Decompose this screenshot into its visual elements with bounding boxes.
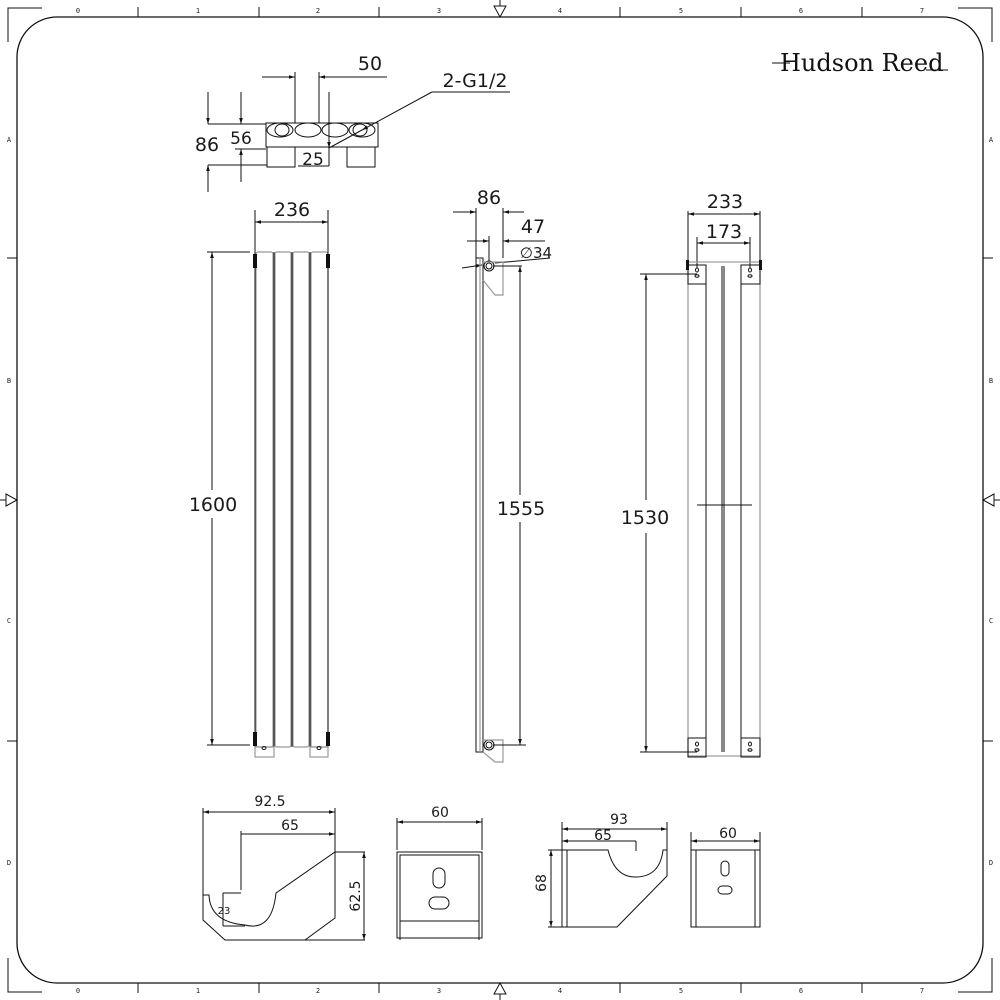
brand-logo: Hudson Reed (772, 49, 948, 77)
dim-rear-width: 233 (707, 191, 743, 213)
svg-text:B: B (7, 377, 11, 385)
dim-plate1-width: 60 (431, 805, 449, 821)
dim-rear-height: 1530 (621, 507, 669, 529)
svg-text:2: 2 (316, 7, 320, 15)
dim-connection: 2-G1/2 (443, 70, 508, 92)
dim-plate2-width: 60 (719, 826, 737, 842)
svg-text:4: 4 (558, 7, 562, 15)
dim-offset: 25 (302, 150, 324, 170)
dim-depth-total: 86 (195, 134, 219, 156)
dim-side-offset: 47 (521, 216, 545, 238)
svg-text:7: 7 (920, 987, 924, 995)
svg-text:1: 1 (196, 7, 200, 15)
dim-bracket2-width: 93 (610, 812, 628, 828)
dim-bracket2-inner: 65 (594, 828, 612, 844)
svg-text:0: 0 (76, 987, 80, 995)
svg-text:6: 6 (799, 987, 803, 995)
grid-column-labels-bottom: 0 1 2 3 4 5 6 7 (76, 987, 924, 995)
bracket-detail-1 (202, 808, 366, 941)
grid-row-labels-right: A B C D (989, 136, 994, 867)
dim-front-height: 1600 (189, 494, 237, 516)
dim-bracket1-width: 92.5 (254, 794, 285, 810)
svg-text:C: C (989, 617, 993, 625)
svg-text:3: 3 (437, 987, 441, 995)
dim-bracket1-height: 62.5 (348, 880, 364, 911)
svg-text:D: D (7, 859, 11, 867)
svg-text:3: 3 (437, 7, 441, 15)
rear-view (640, 211, 762, 758)
dim-bracket1-radius: 23 (218, 906, 231, 917)
dim-depth-inner: 56 (230, 129, 252, 149)
top-view (206, 72, 510, 192)
svg-text:6: 6 (799, 7, 803, 15)
svg-text:2: 2 (316, 987, 320, 995)
svg-text:C: C (7, 617, 11, 625)
svg-text:A: A (7, 136, 12, 144)
svg-text:0: 0 (76, 7, 80, 15)
dim-bracket-spacing: 173 (706, 221, 742, 243)
dim-bracket2-height: 68 (534, 874, 550, 892)
bracket-plate-2 (690, 832, 761, 928)
front-view (207, 210, 330, 758)
dim-side-height: 1555 (497, 498, 545, 520)
svg-text:B: B (989, 377, 993, 385)
svg-text:4: 4 (558, 987, 562, 995)
svg-text:1: 1 (196, 987, 200, 995)
dim-front-width: 236 (274, 199, 310, 221)
svg-text:5: 5 (679, 7, 683, 15)
grid-column-labels-top: 0 1 2 3 4 5 6 7 (76, 7, 924, 15)
svg-text:A: A (989, 136, 994, 144)
bracket-plate-1 (396, 818, 483, 940)
svg-text:7: 7 (920, 7, 924, 15)
svg-text:D: D (989, 859, 993, 867)
dim-bracket1-inner: 65 (281, 818, 299, 834)
dim-pipe-diameter: ∅34 (520, 244, 552, 262)
svg-text:Hudson Reed: Hudson Reed (780, 49, 943, 77)
side-view (453, 208, 551, 763)
dim-side-depth: 86 (477, 187, 501, 209)
svg-text:5: 5 (679, 987, 683, 995)
dim-spacing: 50 (358, 53, 382, 75)
grid-row-labels-left: A B C D (7, 136, 12, 867)
bracket-detail-2 (548, 822, 668, 928)
